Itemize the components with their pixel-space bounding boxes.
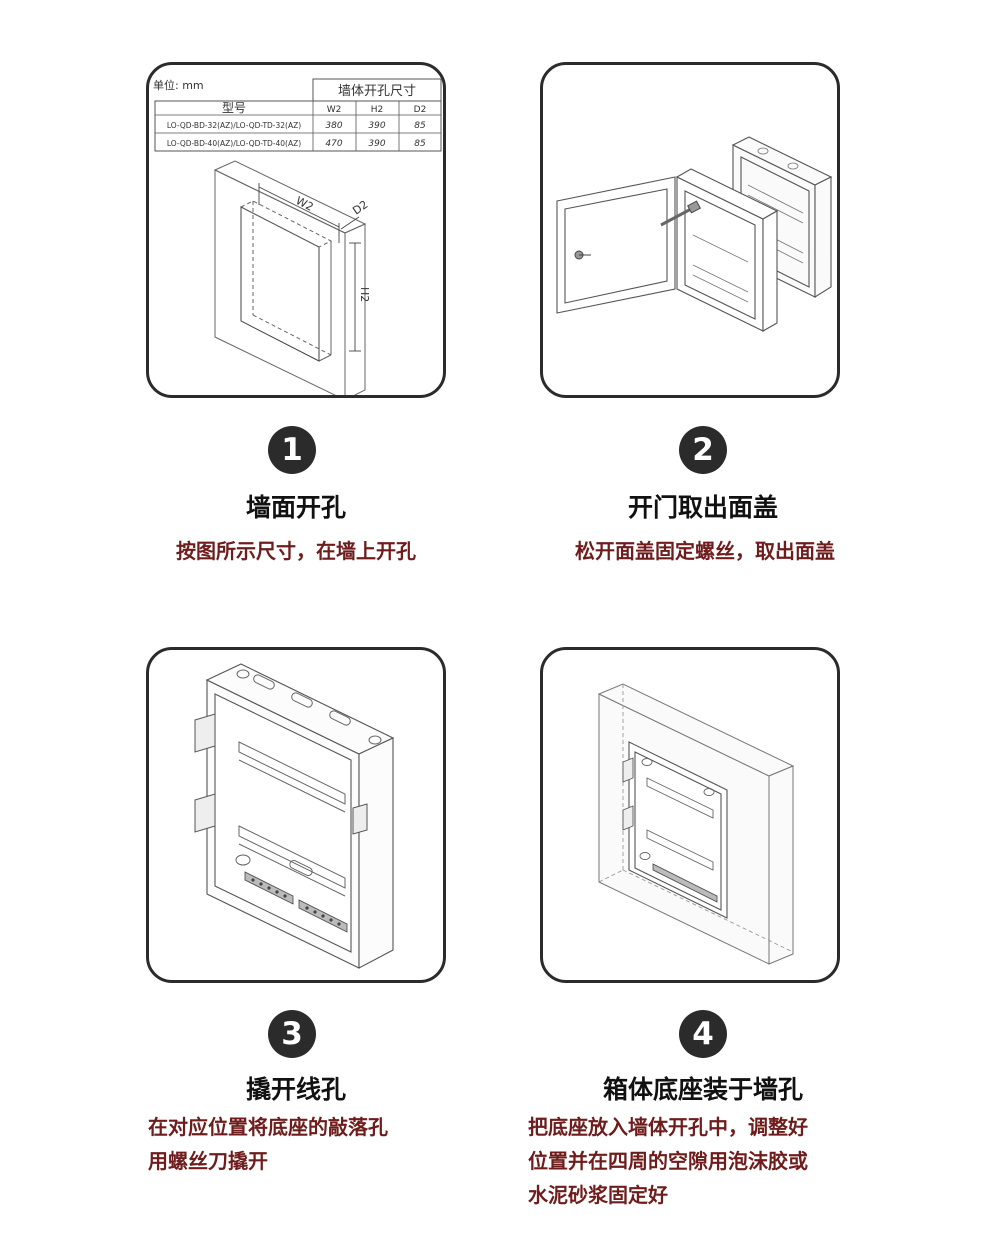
step-2-illustration: [540, 62, 840, 398]
step-4-number-badge: 4: [679, 1010, 727, 1058]
step-3-number-badge: 3: [268, 1010, 316, 1058]
step-4-desc-line-1: 把底座放入墙体开孔中，调整好: [528, 1115, 808, 1139]
dim-label-d2: D2: [350, 198, 370, 218]
step-4-desc-line-2: 位置并在四周的空隙用泡沫胶或: [528, 1149, 808, 1173]
knockout-diagram: [194, 663, 395, 969]
install-diagram: [597, 683, 795, 965]
table-row-2-d2: 85: [414, 139, 426, 149]
step-3-description: 在对应位置将底座的敲落孔 用螺丝刀撬开: [148, 1110, 388, 1178]
dim-label-w2: W2: [294, 194, 316, 214]
table-row-1-h2: 390: [368, 121, 385, 131]
wall-hole-diagram: 单位: mm 墙体开孔尺寸 型号 W2 H2 D2 LO-QD-BD-32(AZ…: [153, 78, 442, 395]
step-1-title: 墙面开孔: [245, 493, 346, 522]
step-4-desc-line-3: 水泥砂浆固定好: [528, 1183, 668, 1207]
step-1-desc-line-1: 按图所示尺寸，在墙上开孔: [176, 539, 416, 563]
step-1-description: 按图所示尺寸，在墙上开孔: [146, 534, 446, 568]
table-row-1-model: LO-QD-BD-32(AZ)/LO-QD-TD-32(AZ): [167, 121, 301, 130]
step-3-illustration: [146, 647, 446, 983]
step-1-illustration: 单位: mm 墙体开孔尺寸 型号 W2 H2 D2 LO-QD-BD-32(AZ…: [146, 62, 446, 398]
table-col-w2: W2: [327, 105, 342, 115]
table-row-2-h2: 390: [368, 139, 385, 149]
open-door-diagram: [556, 136, 833, 332]
table-row-2-model: LO-QD-BD-40(AZ)/LO-QD-TD-40(AZ): [167, 139, 301, 148]
step-3-desc-line-1: 在对应位置将底座的敲落孔: [148, 1115, 388, 1139]
table-row-1-d2: 85: [414, 121, 426, 131]
step-3-desc-line-2: 用螺丝刀撬开: [148, 1149, 268, 1173]
step-2-description: 松开面盖固定螺丝，取出面盖: [530, 534, 880, 568]
step-4-description: 把底座放入墙体开孔中，调整好 位置并在四周的空隙用泡沫胶或 水泥砂浆固定好: [528, 1110, 808, 1212]
step-2-number-badge: 2: [679, 426, 727, 474]
step-4-illustration: [540, 647, 840, 983]
step-3-title: 撬开线孔: [245, 1075, 346, 1104]
unit-label: 单位: mm: [153, 78, 204, 92]
step-4-title: 箱体底座装于墙孔: [602, 1075, 803, 1104]
table-row-2-w2: 470: [325, 139, 342, 149]
step-2-desc-line-1: 松开面盖固定螺丝，取出面盖: [575, 539, 835, 563]
table-row-1-w2: 380: [325, 121, 342, 131]
table-col-h2: H2: [371, 105, 384, 115]
table-model-header: 型号: [222, 101, 246, 115]
step-2-title: 开门取出面盖: [627, 493, 778, 522]
table-group-header: 墙体开孔尺寸: [338, 84, 416, 99]
step-1-number-badge: 1: [268, 426, 316, 474]
dim-label-h2: H2: [358, 287, 371, 302]
table-col-d2: D2: [414, 105, 427, 115]
